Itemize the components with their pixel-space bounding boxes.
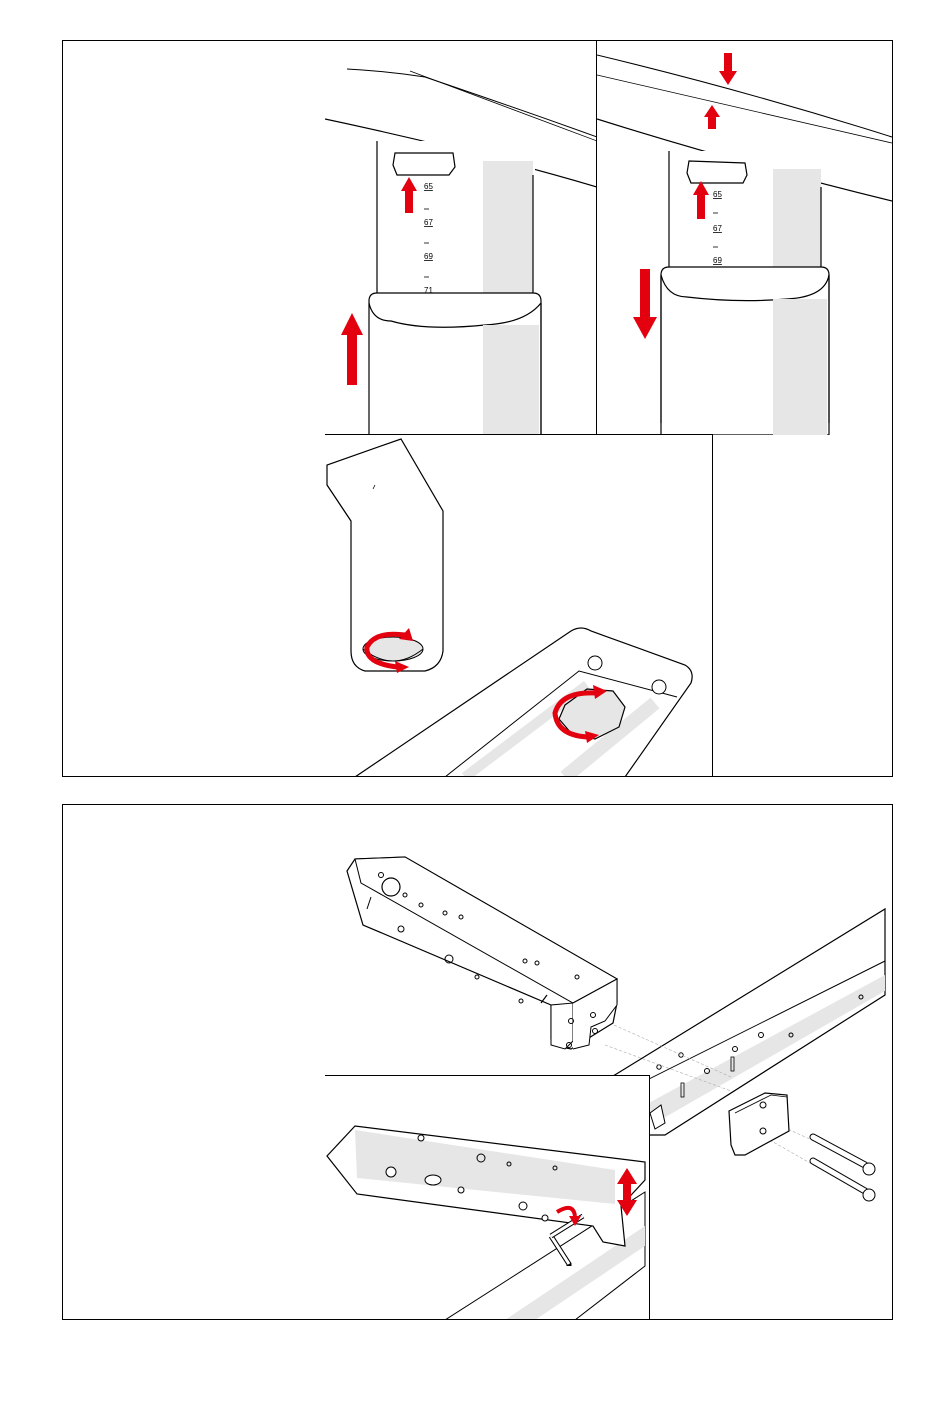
scale-mark-69: 69 [424,252,433,261]
bracket [347,857,617,1049]
tighten-detail-panel [325,1075,650,1319]
scale-mark-67: 67 [424,218,433,227]
arrow-up-small-top-icon [704,105,720,129]
arrow-up-large-icon [341,313,363,385]
scale-mark-69: 69 [713,256,722,265]
scale-mark-67: 67 [713,224,722,233]
arrow-down-large-icon [633,269,657,339]
screw-foot-panel [325,434,713,776]
raise-leg-panel: 65 67 69 71 [325,41,597,435]
scale-mark-65: 65 [713,190,722,199]
lower-leg-panel: 65 67 69 [597,41,892,435]
step-1-text-column [62,40,325,777]
step-2-text-column [62,804,325,1320]
scale-mark-65: 65 [424,182,433,191]
arrow-down-top-icon [719,53,737,85]
